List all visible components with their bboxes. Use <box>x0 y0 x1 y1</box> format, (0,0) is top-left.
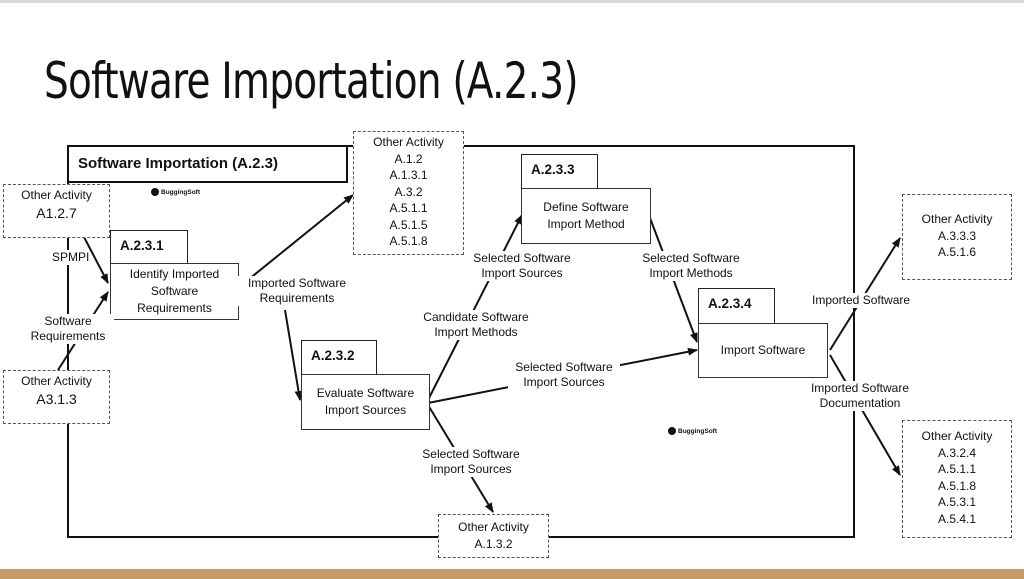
activity-ref: A.1.3.2 <box>474 536 513 551</box>
activity-ref: A.5.1.8 <box>937 478 977 493</box>
activity-ref: A.5.1.1 <box>937 462 977 476</box>
flow-label-software-requirements: Software Requirements <box>22 314 114 344</box>
process-label: Define Software Import Method <box>543 200 629 231</box>
top-rule <box>0 0 1024 3</box>
activity-title: Other Activity <box>21 188 92 202</box>
process-identify-requirements: Identify Imported Software Requirements <box>110 263 239 320</box>
diagram-frame-title: Software Importation (A.2.3) <box>67 145 348 183</box>
process-import-software: Import Software <box>698 323 828 378</box>
flow-label-spmpi: SPMPI <box>52 250 90 265</box>
activity-ref: A.3.2.4 <box>937 445 977 460</box>
activity-ref: A.5.3.1 <box>937 495 977 509</box>
arrow-imported-requirements-up <box>237 194 354 289</box>
other-activity-documentation: Other Activity A.3.2.4 A.5.1.1 A.5.1.8 A… <box>902 420 1012 538</box>
activity-ref: A.5.4.1 <box>937 511 977 526</box>
other-activity-requirements: Other Activity A.1.2 A.1.3.1 A.3.2 A.5.1… <box>353 131 464 255</box>
logo-text-2: BuggingSoft <box>678 427 717 435</box>
buggingsoft-logo: BuggingSoft <box>151 188 200 196</box>
activity-ref: A.5.1.1 <box>389 201 428 215</box>
process-label: Identify Imported Software Requirements <box>129 267 220 315</box>
flow-label-selected-sources-to-other: Selected Software Import Sources <box>414 447 528 477</box>
arrow-spmpi <box>83 236 109 284</box>
process-label: Evaluate Software Import Sources <box>316 386 415 417</box>
other-activity-a127: Other Activity A1.2.7 <box>3 184 110 238</box>
activity-ref: A.1.3.1 <box>389 168 428 182</box>
process-id-a234: A.2.3.4 <box>698 288 775 324</box>
activity-ref: A.5.1.8 <box>389 234 428 248</box>
process-evaluate-sources: Evaluate Software Import Sources <box>301 374 430 430</box>
activity-ref: A.5.1.6 <box>937 245 977 259</box>
bottom-accent-bar <box>0 569 1024 579</box>
activity-title: Other Activity <box>373 135 444 149</box>
other-activity-a313: Other Activity A3.1.3 <box>3 370 110 424</box>
buggingsoft-logo-2: BuggingSoft <box>668 427 717 435</box>
slide-title: Software Importation (A.2.3) <box>44 52 579 110</box>
flow-label-selected-sources-to-import: Selected Software Import Sources <box>508 360 620 390</box>
arrow-to-define-method <box>427 214 523 401</box>
activity-ref: A1.2.7 <box>36 204 77 221</box>
activity-title: Other Activity <box>921 212 993 226</box>
activity-title: Other Activity <box>458 520 529 534</box>
activity-ref: A.5.1.5 <box>389 217 428 232</box>
process-id-a233: A.2.3.3 <box>521 154 598 189</box>
activity-ref: A.1.2 <box>394 151 423 166</box>
logo-mark-icon <box>151 188 159 196</box>
logo-mark-icon-2 <box>668 427 676 435</box>
process-define-method: Define Software Import Method <box>521 188 651 244</box>
activity-title: Other Activity <box>21 374 92 388</box>
flow-label-imported-software: Imported Software <box>812 293 911 308</box>
arrow-imported-requirements-down <box>284 309 303 401</box>
flow-label-selected-sources-to-method: Selected Software Import Sources <box>466 251 578 281</box>
activity-ref: A.3.2 <box>394 184 423 199</box>
other-activity-imported-software: Other Activity A.3.3.3 A.5.1.6 <box>902 194 1012 280</box>
process-label: Import Software <box>720 343 806 357</box>
arrow-imported-docs <box>829 354 901 476</box>
flow-label-imported-software-documentation: Imported Software Documentation <box>803 381 917 411</box>
activity-ref: A.3.3.3 <box>937 228 977 243</box>
flow-label-imported-software-requirements: Imported Software Requirements <box>238 276 356 306</box>
other-activity-a132: Other Activity A.1.3.2 <box>438 514 549 558</box>
activity-title: Other Activity <box>921 429 993 443</box>
flow-label-selected-methods: Selected Software Import Methods <box>633 251 749 281</box>
process-id-a231: A.2.3.1 <box>110 230 188 264</box>
process-id-a232: A.2.3.2 <box>301 340 377 375</box>
flow-label-candidate-methods: Candidate Software Import Methods <box>413 310 539 340</box>
logo-text: BuggingSoft <box>161 188 200 196</box>
activity-ref: A3.1.3 <box>36 390 77 407</box>
